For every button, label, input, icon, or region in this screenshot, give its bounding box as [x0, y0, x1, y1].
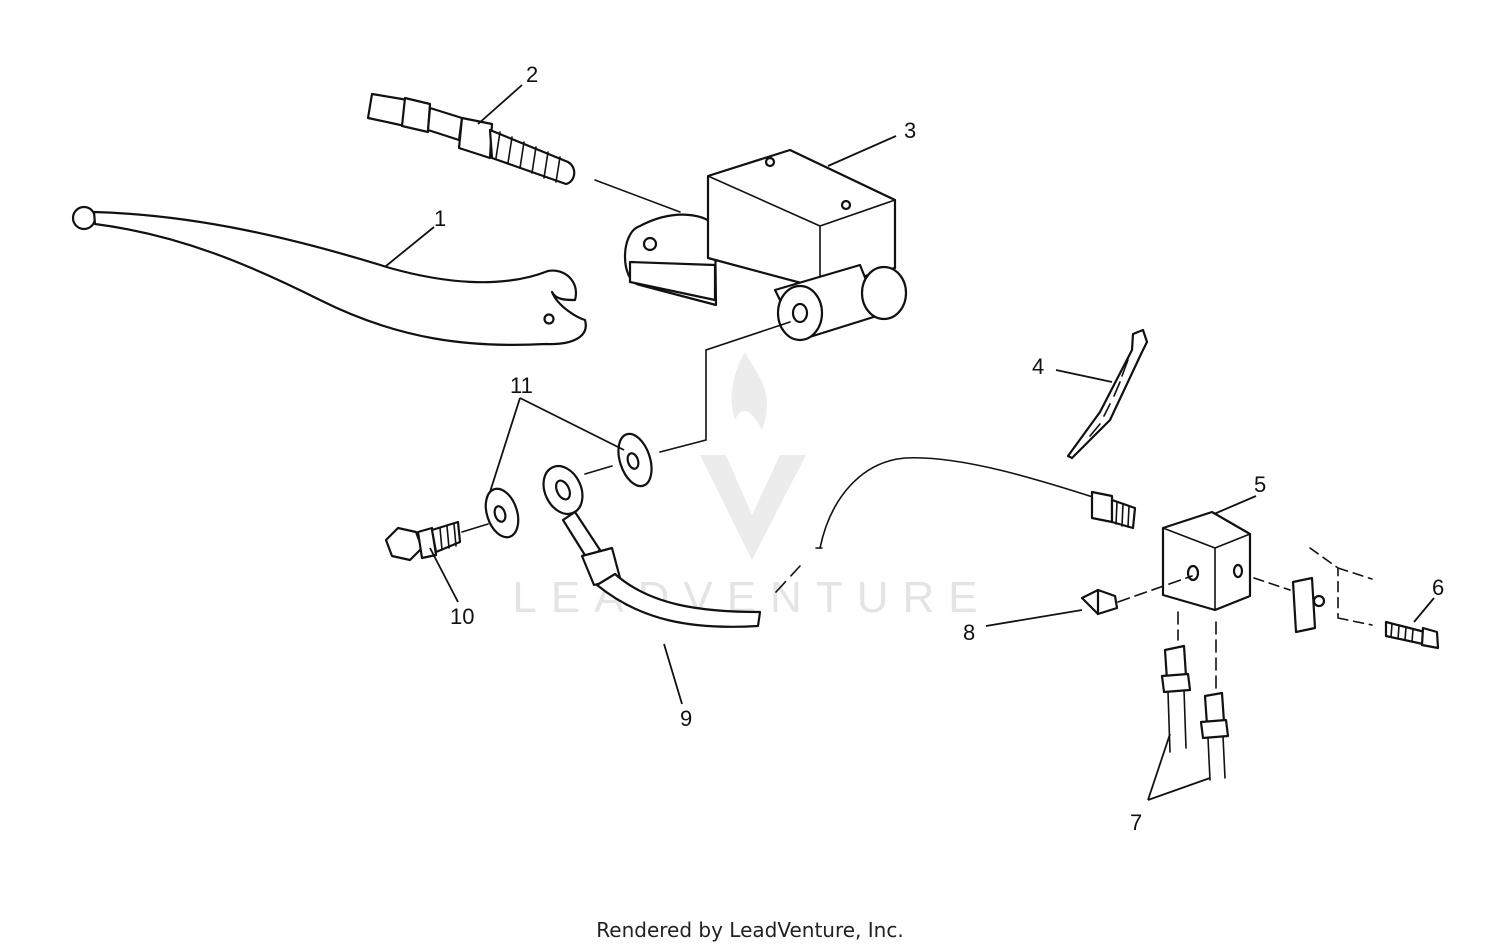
callout-9: 9: [680, 706, 692, 731]
callout-2: 2: [526, 62, 538, 87]
callout-8: 8: [963, 620, 975, 645]
callout-5: 5: [1254, 472, 1266, 497]
brake-line-fittings[interactable]: [1160, 611, 1230, 781]
callout-1: 1: [434, 206, 446, 231]
banjo-bolt[interactable]: [384, 520, 462, 562]
adjuster-cable[interactable]: [366, 92, 576, 186]
mounting-bracket: [1253, 547, 1373, 634]
alignment-lines: [461, 179, 791, 533]
cable-tie[interactable]: [1066, 328, 1149, 460]
sealing-washer-lower[interactable]: [480, 485, 524, 542]
watermark: LEADVENTURE: [512, 352, 978, 622]
leader-lines: [385, 84, 1435, 801]
callouts: 1 2 3 4 5 6 7 8 9 10 11: [434, 62, 1444, 835]
footer-credit: Rendered by LeadVenture, Inc.: [596, 918, 904, 942]
callout-4: 4: [1032, 354, 1044, 379]
callout-3: 3: [904, 118, 916, 143]
brake-lever[interactable]: [71, 205, 587, 346]
brake-hose[interactable]: [536, 456, 1137, 628]
bolt-6[interactable]: [1384, 620, 1440, 650]
callout-6: 6: [1432, 575, 1444, 600]
sealing-washer-upper[interactable]: [612, 430, 657, 491]
callout-11: 11: [510, 373, 533, 398]
junction-block[interactable]: [1161, 510, 1252, 612]
callout-10: 10: [450, 604, 474, 629]
master-cylinder[interactable]: [623, 148, 908, 342]
callout-7: 7: [1130, 810, 1142, 835]
bleeder-valve[interactable]: [1080, 575, 1193, 616]
